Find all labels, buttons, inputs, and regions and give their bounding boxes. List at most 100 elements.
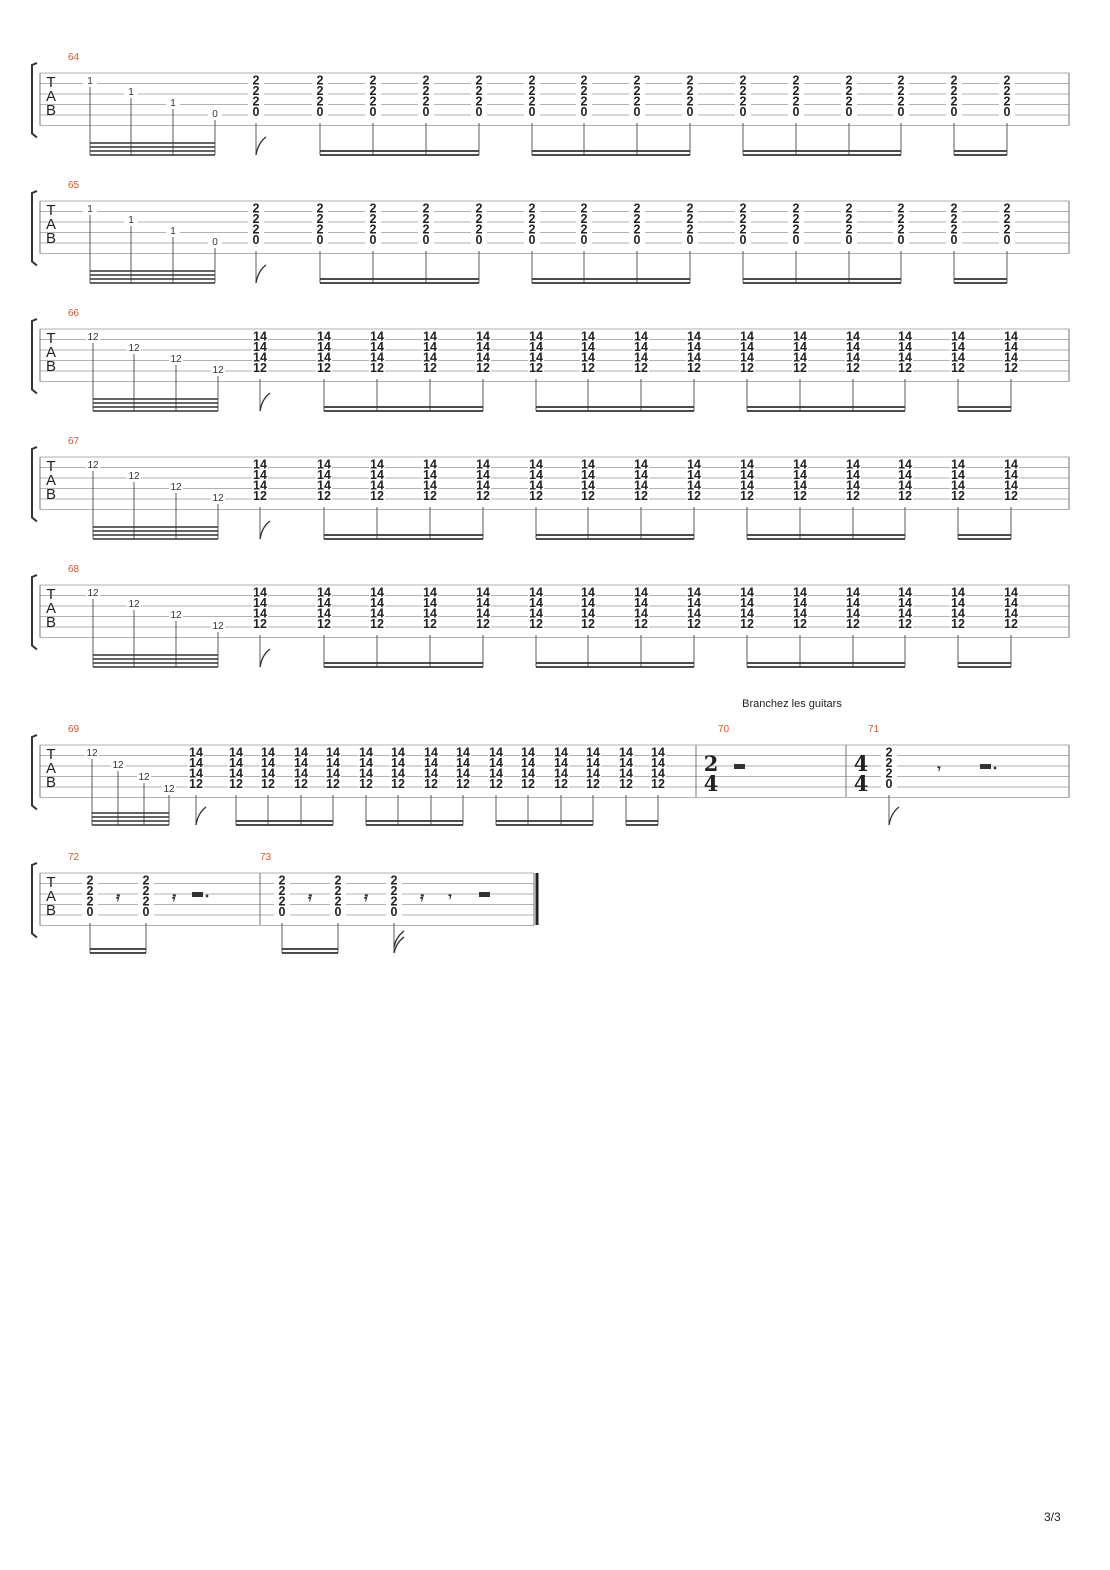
fret-bg <box>686 331 702 341</box>
fret-bg <box>739 480 755 490</box>
fret-bg <box>792 331 808 341</box>
fret-bg <box>682 106 698 117</box>
fret-bg <box>580 352 596 362</box>
fret-bg <box>950 459 966 469</box>
fret-number: 2 <box>687 212 694 226</box>
pickup-fret: 0 <box>212 109 218 120</box>
fret-number: 14 <box>326 767 340 781</box>
fret-bg <box>576 224 592 234</box>
fret-number: 2 <box>740 212 747 226</box>
fret-number: 2 <box>1004 74 1011 88</box>
fret-number: 14 <box>687 468 701 482</box>
pickup-fret: 1 <box>128 87 134 98</box>
fret-bg <box>792 490 808 501</box>
fret-bg <box>390 778 406 789</box>
fret-number: 2 <box>1004 202 1011 216</box>
fret-bg <box>893 75 909 85</box>
fret-bg <box>845 352 861 362</box>
fret-bg <box>1003 597 1019 608</box>
fret-number: 14 <box>687 330 701 344</box>
fret-bg <box>650 757 666 768</box>
tab-clef-letter: B <box>46 902 56 919</box>
fret-number: 2 <box>898 202 905 216</box>
fret-number: 2 <box>391 874 398 888</box>
fret-bg <box>248 96 264 106</box>
fret-bg <box>686 587 702 597</box>
fret-bg <box>841 85 857 96</box>
fret-number: 12 <box>391 777 405 791</box>
fret-number: 14 <box>634 340 648 354</box>
fret-bg <box>1003 459 1019 469</box>
fret-bg <box>1003 608 1019 618</box>
fret-number: 12 <box>740 489 754 503</box>
system-bracket <box>31 862 38 939</box>
fret-bg <box>841 106 857 117</box>
fret-bg <box>629 234 645 245</box>
fret-number: 2 <box>951 84 958 98</box>
fret-number: 14 <box>586 746 600 760</box>
fret-bg <box>83 204 97 214</box>
fret-bg <box>553 757 569 768</box>
fret-bg <box>788 234 804 245</box>
fret-bg <box>475 331 491 341</box>
fret-number: 14 <box>359 746 373 760</box>
fret-number: 2 <box>317 212 324 226</box>
fret-bg <box>369 608 385 618</box>
fret-bg <box>316 480 332 490</box>
fret-bg <box>528 341 544 352</box>
fret-bg <box>316 459 332 469</box>
fret-number: 2 <box>634 202 641 216</box>
fret-number: 2 <box>476 74 483 88</box>
fret-bg <box>528 352 544 362</box>
fret-number: 14 <box>634 468 648 482</box>
fret-number: 12 <box>189 777 203 791</box>
fret-bg <box>739 341 755 352</box>
fret-number: 14 <box>529 340 543 354</box>
fret-bg <box>950 490 966 501</box>
tab-clef-letter: T <box>46 586 55 603</box>
fret-number: 12 <box>619 777 633 791</box>
fret-bg <box>422 597 438 608</box>
fret-number: 14 <box>456 746 470 760</box>
fret-number: 2 <box>1004 212 1011 226</box>
fret-bg <box>316 341 332 352</box>
fret-bg <box>893 203 909 213</box>
fret-bg <box>488 757 504 768</box>
fret-bg <box>788 106 804 117</box>
fret-number: 14 <box>423 596 437 610</box>
fret-bg <box>792 480 808 490</box>
fret-number: 0 <box>634 233 641 247</box>
fret-bg <box>841 224 857 234</box>
system-bracket <box>31 62 38 139</box>
fret-bg <box>686 341 702 352</box>
fret-bg <box>252 469 268 480</box>
fret-bg <box>576 85 592 96</box>
fret-number: 12 <box>370 489 384 503</box>
tab-clef-letter: A <box>46 88 56 105</box>
fret-number: 14 <box>651 767 665 781</box>
pickup-fret: 12 <box>212 493 224 504</box>
fret-number: 2 <box>317 95 324 109</box>
fret-number: 14 <box>391 767 405 781</box>
fret-bg <box>528 597 544 608</box>
measure-number: 72 <box>68 852 80 863</box>
fret-bg <box>85 748 99 758</box>
fret-number: 14 <box>581 586 595 600</box>
fret-number: 14 <box>687 340 701 354</box>
fret-number: 0 <box>581 233 588 247</box>
fret-bg <box>893 106 909 117</box>
fret-bg <box>471 85 487 96</box>
fret-bg <box>248 85 264 96</box>
tab-clef-letter: T <box>46 874 55 891</box>
fret-bg <box>471 213 487 224</box>
fret-number: 14 <box>489 767 503 781</box>
fret-number: 14 <box>423 607 437 621</box>
fret-bg <box>682 213 698 224</box>
fret-bg <box>735 96 751 106</box>
fret-bg <box>369 597 385 608</box>
fret-bg <box>788 75 804 85</box>
fret-bg <box>82 906 98 917</box>
fret-number: 14 <box>740 458 754 472</box>
